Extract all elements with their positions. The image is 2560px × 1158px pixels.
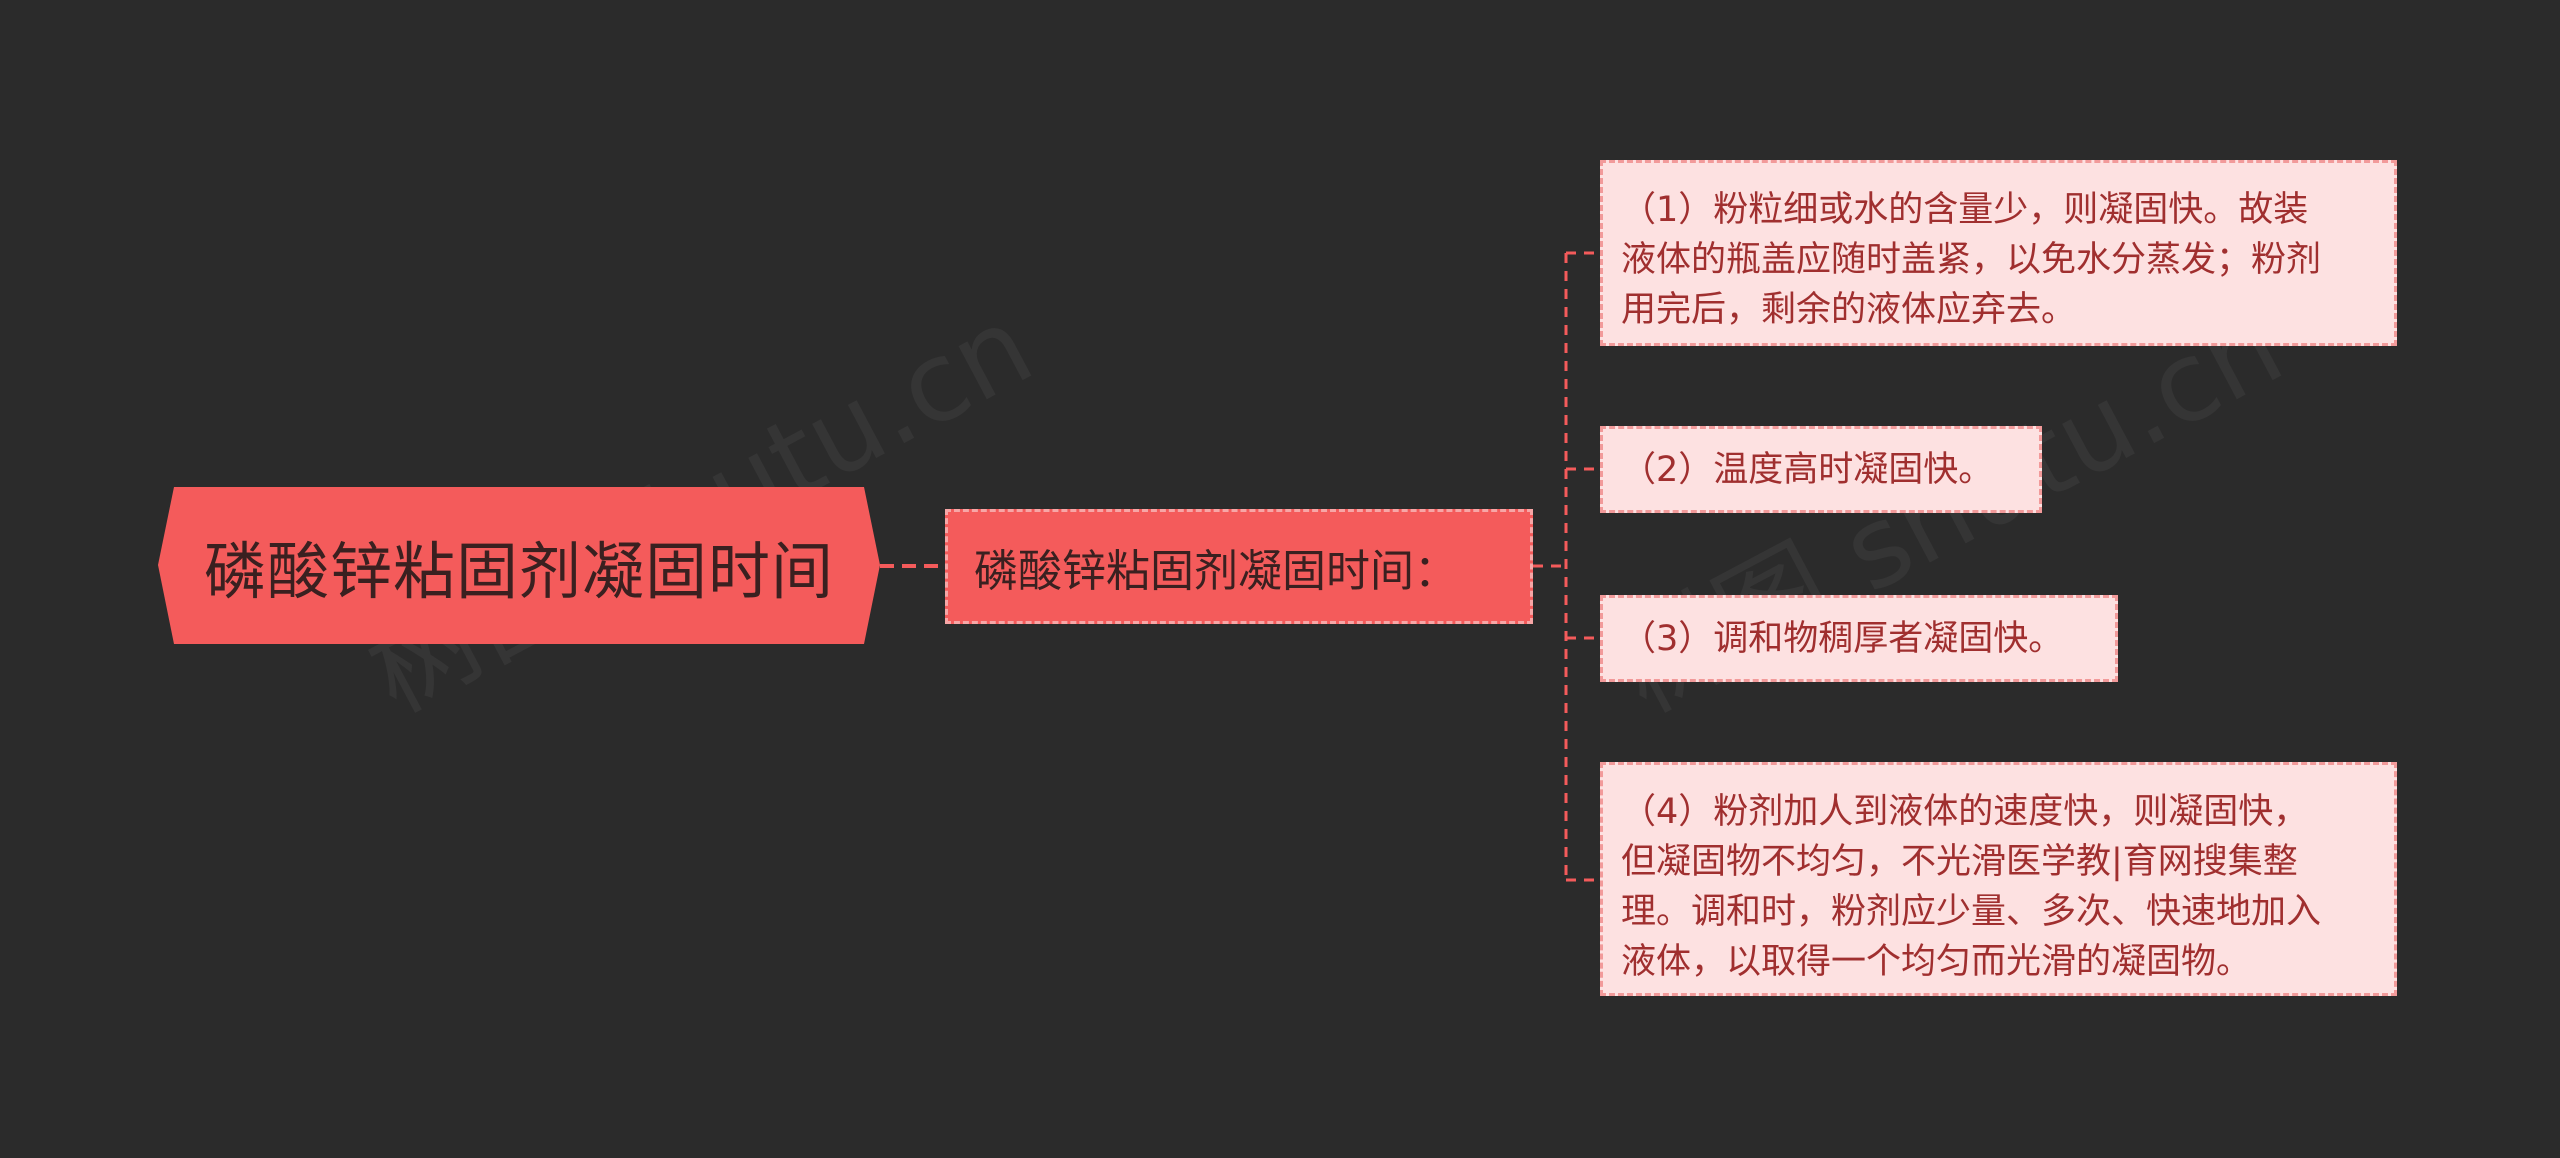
branch-topic-node[interactable]: 磷酸锌粘固剂凝固时间： <box>945 509 1533 624</box>
branch-topic-label: 磷酸锌粘固剂凝固时间： <box>974 545 1458 597</box>
leaf-1-line-2: 液体的瓶盖应随时盖紧，以免水分蒸发；粉剂 <box>1621 240 2322 280</box>
leaf-4-line-3: 理。调和时，粉剂应少量、多次、快速地加入 <box>1621 892 2322 932</box>
leaf-node-3[interactable]: （3）调和物稠厚者凝固快。 <box>1600 595 2118 682</box>
root-topic-label: 磷酸锌粘固剂凝固时间 <box>203 534 834 608</box>
leaf-1-line-1: （1）粉粒细或水的含量少，则凝固快。故装 <box>1621 190 2309 230</box>
leaf-3-line-1: （3）调和物稠厚者凝固快。 <box>1621 618 2064 659</box>
leaf-node-2[interactable]: （2）温度高时凝固快。 <box>1600 426 2042 513</box>
leaf-1-line-3: 用完后，剩余的液体应弃去。 <box>1621 290 2077 330</box>
leaf-node-1[interactable]: （1）粉粒细或水的含量少，则凝固快。故装 液体的瓶盖应随时盖紧，以免水分蒸发；粉… <box>1600 160 2397 346</box>
leaf-4-line-1: （4）粉剂加人到液体的速度快，则凝固快， <box>1621 792 2309 832</box>
leaf-4-line-4: 液体，以取得一个均匀而光滑的凝固物。 <box>1621 942 2252 982</box>
root-topic-node[interactable]: 磷酸锌粘固剂凝固时间 <box>158 487 880 644</box>
leaf-node-4[interactable]: （4）粉剂加人到液体的速度快，则凝固快， 但凝固物不均匀，不光滑医学教|育网搜集… <box>1600 762 2397 996</box>
leaf-2-line-1: （2）温度高时凝固快。 <box>1621 449 1994 490</box>
leaf-4-line-2: 但凝固物不均匀，不光滑医学教|育网搜集整 <box>1621 842 2298 882</box>
